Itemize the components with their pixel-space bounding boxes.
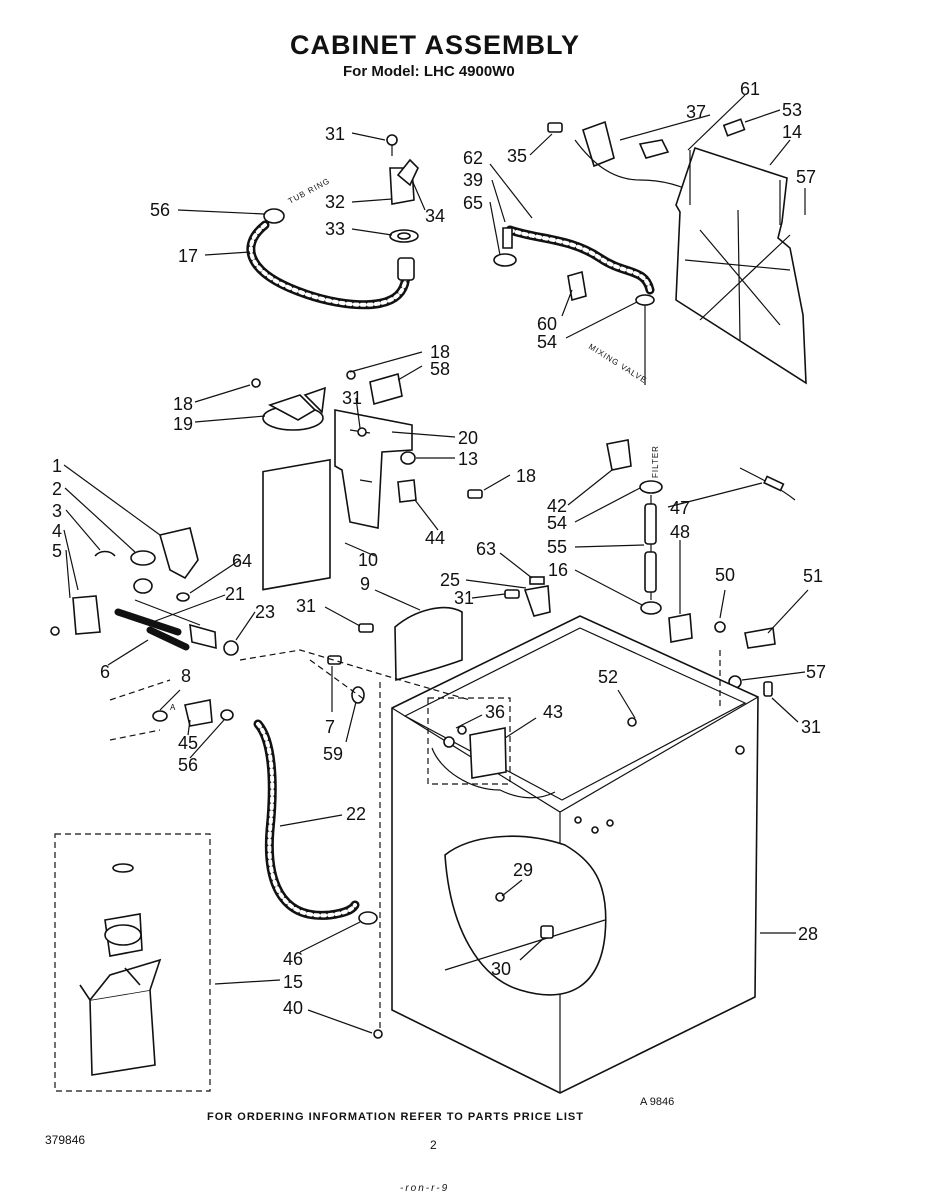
- insulation-panel-part: [262, 458, 331, 591]
- ordering-note: FOR ORDERING INFORMATION REFER TO PARTS …: [207, 1111, 584, 1123]
- figure-id: A 9846: [640, 1096, 675, 1108]
- drain-kit-part: [54, 833, 211, 1092]
- pressure-switch-part: [251, 378, 326, 431]
- document-number: 379846: [45, 1133, 86, 1147]
- rear-panel-part: [675, 146, 807, 385]
- model-subtitle: For Model: LHC 4900W0: [343, 63, 515, 80]
- callout-label: 39: [463, 170, 483, 190]
- callout-label: 42: [547, 496, 567, 516]
- callout-label: 7: [325, 717, 335, 737]
- mixing-valve-label: MIXING VALVE: [587, 342, 649, 385]
- callout-label: 3: [52, 501, 62, 521]
- page-title: CABINET ASSEMBLY: [290, 30, 581, 60]
- callout-leaders: [63, 94, 809, 1034]
- callout-label: 56: [178, 755, 198, 775]
- callout-label: 18: [430, 342, 450, 362]
- callout-label: 22: [346, 804, 366, 824]
- filter-parts: [606, 439, 796, 697]
- water-valve-parts: [50, 527, 239, 656]
- callout-label: 46: [283, 949, 303, 969]
- callout-label: 61: [740, 79, 760, 99]
- callout-label: 52: [598, 667, 618, 687]
- callout-label: 59: [323, 744, 343, 764]
- callout-label: 50: [715, 565, 735, 585]
- fastener-parts: [327, 576, 551, 704]
- callout-label: 9: [360, 574, 370, 594]
- inlet-hose-parts: [493, 225, 655, 385]
- callout-label: 47: [670, 498, 690, 518]
- callout-label: 37: [686, 102, 706, 122]
- callout-label: 36: [485, 702, 505, 722]
- callout-label: 57: [796, 167, 816, 187]
- callout-label: 56: [150, 200, 170, 220]
- callout-label: 5: [52, 541, 62, 561]
- outlet-hose-part: [253, 719, 378, 925]
- callout-label: 25: [440, 570, 460, 590]
- callout-label: 31: [342, 388, 362, 408]
- callout-label: 58: [430, 359, 450, 379]
- callout-label: 13: [458, 449, 478, 469]
- callout-numbers: 31 56 32 34 33 17 35 37 61 53 14 57 62 3…: [52, 79, 826, 1018]
- callout-label: 31: [454, 588, 474, 608]
- siphon-break-parts: [386, 134, 419, 243]
- page-number: 2: [430, 1138, 437, 1152]
- callout-label: 2: [52, 479, 62, 499]
- callout-label: 16: [548, 560, 568, 580]
- callout-label: 30: [491, 959, 511, 979]
- control-bracket-part: [334, 370, 483, 529]
- drain-elbow-parts: [109, 679, 234, 741]
- callout-label: 10: [358, 550, 378, 570]
- callout-label: 48: [670, 522, 690, 542]
- callout-label: 33: [325, 219, 345, 239]
- callout-label: 34: [425, 206, 445, 226]
- callout-label: 55: [547, 537, 567, 557]
- callout-label: 53: [782, 100, 802, 120]
- callout-label: 31: [296, 596, 316, 616]
- callout-label: 43: [543, 702, 563, 722]
- callout-label: 54: [547, 513, 567, 533]
- assembly-leaders: [239, 649, 471, 701]
- callout-label: 28: [798, 924, 818, 944]
- filter-label: FILTER: [651, 445, 660, 478]
- callout-label: 51: [803, 566, 823, 586]
- callout-label: 1: [52, 456, 62, 476]
- callout-label: 60: [537, 314, 557, 334]
- callout-label: 57: [806, 662, 826, 682]
- callout-label: 64: [232, 551, 252, 571]
- callout-label: 40: [283, 998, 303, 1018]
- callout-label: 6: [100, 662, 110, 682]
- callout-label: 23: [255, 602, 275, 622]
- callout-label: 4: [52, 521, 62, 541]
- callout-label: 15: [283, 972, 303, 992]
- shield-panel-part: [394, 606, 463, 682]
- callout-label: 54: [537, 332, 557, 352]
- scan-mark: -ron-r-9: [400, 1183, 450, 1194]
- callout-label: 18: [516, 466, 536, 486]
- callout-label: 35: [507, 146, 527, 166]
- callout-label: 21: [225, 584, 245, 604]
- callout-label: 44: [425, 528, 445, 548]
- callout-label: 8: [181, 666, 191, 686]
- callout-label: 14: [782, 122, 802, 142]
- callout-label: 31: [801, 717, 821, 737]
- callout-label: 45: [178, 733, 198, 753]
- callout-label: 62: [463, 148, 483, 168]
- cabinet-body-part: [373, 615, 759, 1094]
- a-mark-label: A: [170, 703, 176, 712]
- callout-label: 20: [458, 428, 478, 448]
- callout-label: 18: [173, 394, 193, 414]
- callout-label: 32: [325, 192, 345, 212]
- callout-label: 19: [173, 414, 193, 434]
- callout-label: 17: [178, 246, 198, 266]
- callout-label: 63: [476, 539, 496, 559]
- callout-label: 31: [325, 124, 345, 144]
- callout-label: 65: [463, 193, 483, 213]
- drain-hose-part: [246, 208, 415, 310]
- callout-label: 29: [513, 860, 533, 880]
